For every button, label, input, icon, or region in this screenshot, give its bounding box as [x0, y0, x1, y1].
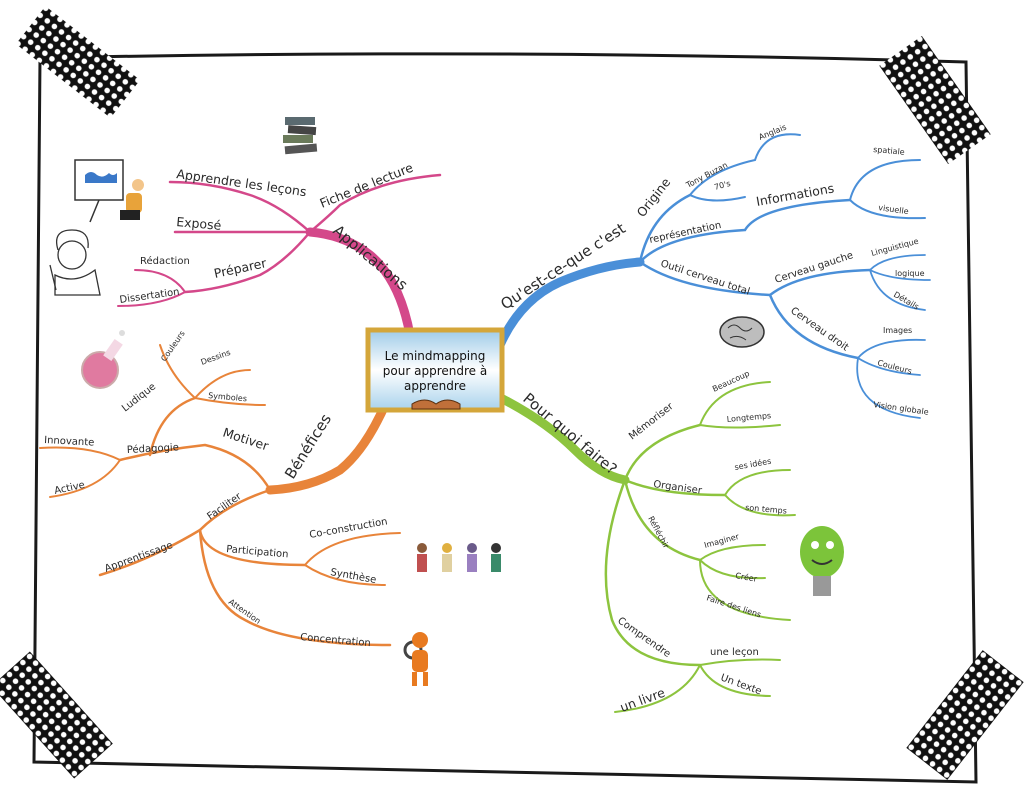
paper-frame — [32, 52, 978, 784]
tape-bottom-right — [906, 650, 1024, 780]
student-writing-icon — [49, 229, 101, 296]
label-70s: 70's — [713, 179, 731, 192]
central-topic: Le mindmapping pour apprendre à apprendr… — [365, 327, 505, 413]
flask-icon — [81, 330, 125, 389]
label-symboles: Symboles — [208, 391, 248, 403]
branch-benefices — [39, 344, 401, 647]
label-une-lecon: une leçon — [710, 647, 759, 658]
branch-pourquoi — [490, 381, 796, 713]
label-redaction: Rédaction — [140, 255, 190, 267]
brain-icon — [719, 316, 765, 348]
center-line-3: apprendre — [404, 379, 466, 393]
children-group-icon — [417, 543, 501, 572]
branch-quoi — [495, 133, 931, 419]
label-pedagogie: Pédagogie — [127, 441, 180, 456]
label-creer: Créer — [735, 570, 759, 584]
label-images: Images — [883, 326, 912, 335]
label-participation: Participation — [226, 544, 289, 560]
center-line-1: Le mindmapping — [385, 349, 486, 363]
magnifier-person-icon — [403, 632, 428, 686]
branch-applications — [117, 173, 442, 340]
books-stack-icon — [283, 117, 318, 155]
label-logique: logique — [895, 269, 925, 278]
open-book-icon — [411, 399, 461, 410]
label-longtemps: Longtemps — [726, 411, 771, 424]
center-line-2: pour apprendre à — [383, 364, 487, 378]
label-innovante: Innovante — [44, 435, 95, 449]
label-spatiale: spatiale — [873, 145, 905, 157]
label-son-temps: son temps — [745, 503, 787, 516]
label-expose: Exposé — [176, 214, 223, 233]
tape-bottom-left — [0, 651, 113, 779]
tape-top-left — [15, 6, 141, 118]
label-visuelle: visuelle — [878, 203, 910, 216]
tape-top-right — [879, 35, 991, 165]
lightbulb-icon — [800, 526, 844, 596]
presenter-whiteboard-icon — [74, 159, 144, 223]
